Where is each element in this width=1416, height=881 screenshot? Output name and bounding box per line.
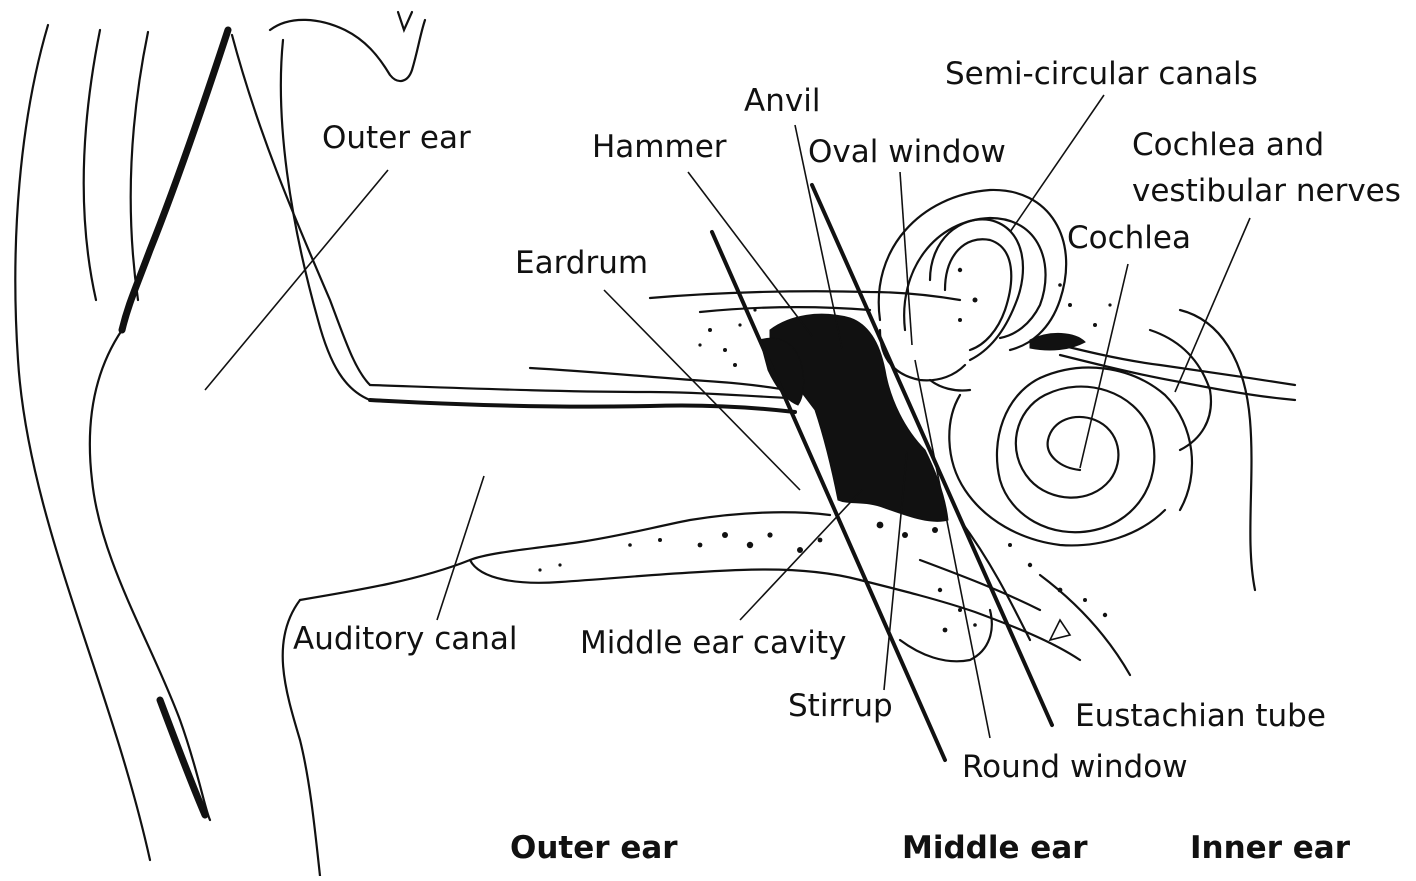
label-oval-window: Oval window — [808, 134, 1006, 170]
label-eustachian-tube: Eustachian tube — [1075, 698, 1326, 734]
label-round-window: Round window — [962, 749, 1188, 785]
label-cochlea-nerves-line1: Cochlea and — [1132, 127, 1324, 163]
section-inner-ear: Inner ear — [1190, 830, 1351, 866]
pinna-outline — [232, 12, 425, 400]
vestibular-nerves — [1030, 310, 1295, 590]
section-outer-ear: Outer ear — [510, 830, 678, 866]
section-headings: Outer ear Middle ear Inner ear — [510, 830, 1351, 866]
label-stirrup: Stirrup — [788, 688, 893, 724]
label-cochlea-nerves-line2: vestibular nerves — [1132, 173, 1401, 209]
ossicles — [760, 314, 948, 521]
semicircular-canals — [879, 190, 1066, 380]
label-cochlea: Cochlea — [1067, 220, 1191, 256]
label-outer-ear: Outer ear — [322, 120, 471, 156]
label-hammer: Hammer — [592, 129, 727, 165]
cochlea-spiral — [930, 368, 1192, 546]
label-middle-ear-cavity: Middle ear cavity — [580, 625, 846, 661]
label-auditory-canal: Auditory canal — [293, 621, 518, 657]
head-outline — [15, 25, 228, 860]
section-middle-ear: Middle ear — [902, 830, 1088, 866]
label-semi-circular-canals: Semi-circular canals — [945, 56, 1258, 92]
label-eardrum: Eardrum — [515, 245, 648, 281]
label-anvil: Anvil — [744, 83, 820, 119]
